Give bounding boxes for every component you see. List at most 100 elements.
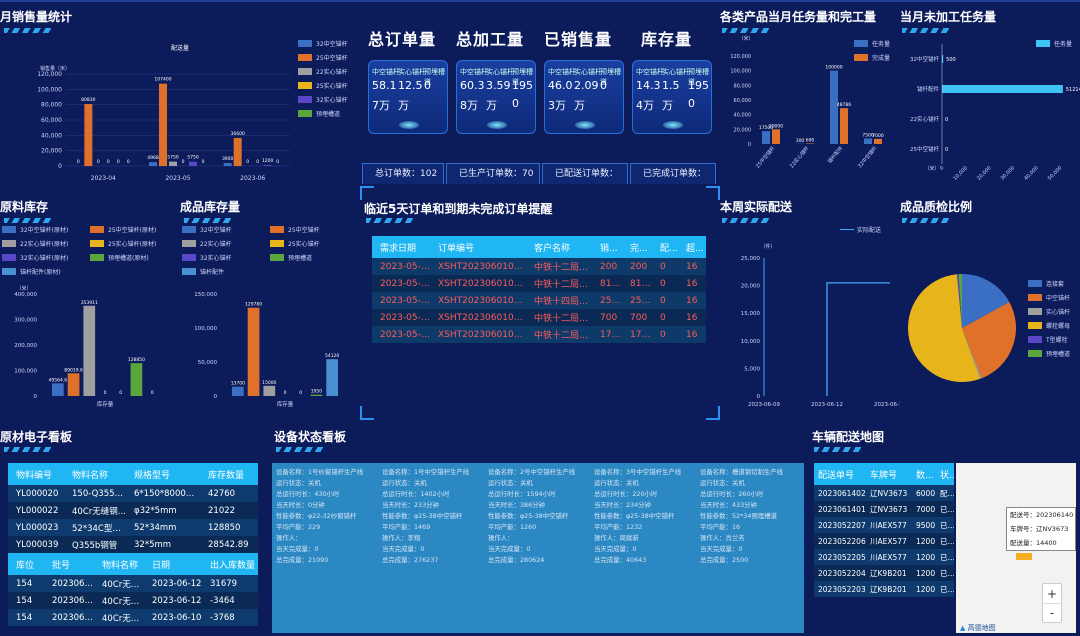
column-header[interactable]: 订单编号: [438, 243, 475, 254]
y-tick-label: 200,000: [14, 343, 37, 349]
legend-swatch: [1028, 349, 1042, 357]
y-tick-label: 15,000: [741, 311, 761, 317]
task-completion-title: 各类产品当月任务量和完工量: [720, 10, 877, 24]
table-cell: 200: [630, 261, 648, 272]
title-stripes: [722, 28, 770, 33]
data-label: 353911: [81, 300, 98, 306]
column-header[interactable]: 车牌号: [870, 470, 898, 481]
kpi-col-label: 实心锚杆: [398, 68, 426, 76]
column-header[interactable]: 物料编号: [16, 470, 53, 481]
legend-swatch: [298, 67, 312, 75]
device-card[interactable]: 设备名称：1号中空锚杆生产线运行状态：关机总运行时长：1402小时当天时长：23…: [382, 467, 488, 566]
data-label: 0: [182, 159, 185, 165]
column-header[interactable]: 完...: [630, 243, 648, 254]
title-stripes: [4, 218, 52, 223]
column-header[interactable]: 物料名称: [102, 560, 139, 571]
title-stripes: [4, 447, 52, 452]
bar: [310, 394, 323, 396]
column-header[interactable]: 批号: [52, 560, 71, 571]
device-card[interactable]: 设备名称：3号中空锚杆生产线运行状态：关机总运行时长：220小时当天时长：234…: [594, 467, 700, 566]
column-header[interactable]: 规格型号: [134, 470, 171, 481]
device-field: 运行状态：关机: [488, 479, 533, 487]
table-cell: 辽K9B201: [870, 584, 907, 594]
data-label: 0: [284, 390, 287, 396]
device-field: 平均产能：16: [700, 523, 741, 531]
column-header[interactable]: 物料名称: [72, 470, 109, 481]
x-tick-label: 0: [939, 165, 945, 171]
summary-produced-orders: 已生产订单数：70: [446, 163, 540, 184]
column-header[interactable]: 需求日期: [380, 243, 417, 254]
column-header[interactable]: 库位: [16, 560, 35, 571]
column-header[interactable]: 超...: [686, 243, 704, 254]
y-tick-label: 0: [58, 163, 62, 170]
column-header[interactable]: 日期: [152, 560, 171, 571]
legend-swatch: [1028, 307, 1042, 315]
column-header[interactable]: 状...: [940, 470, 954, 481]
column-header[interactable]: 配...: [660, 243, 678, 254]
table-cell: XSHT202306010002: [438, 329, 526, 340]
delivery-map[interactable]: 配送号：202306140 车牌号：辽NV3673 配送量：14400 + - …: [956, 463, 1076, 633]
column-header[interactable]: 出入库数量: [210, 560, 256, 571]
legend-label: 22实心锚杆: [316, 68, 348, 76]
zoom-out-button[interactable]: -: [1049, 606, 1055, 620]
kpi-value: 0: [600, 79, 607, 92]
legend-item: 预埋槽道: [270, 250, 358, 264]
column-header[interactable]: 销...: [600, 243, 618, 254]
legend-item: 连接套: [1028, 276, 1070, 290]
table-row[interactable]: 2023-05-30XSHT202306010006中铁十四局X...25300…: [372, 292, 706, 309]
y-tick-label: 50,000: [198, 360, 218, 366]
table-cell: 2023-06-12: [152, 578, 202, 589]
map-logo: ▲ 高德地图: [960, 623, 996, 633]
table-cell: YL000020: [16, 488, 59, 499]
kpi-col-label: 实心锚杆: [574, 68, 602, 76]
legend-swatch: [182, 225, 196, 233]
column-header[interactable]: 数...: [916, 470, 934, 481]
column-header[interactable]: 配送单号: [818, 470, 855, 481]
bar: [762, 131, 770, 144]
column-header[interactable]: 客户名称: [534, 243, 571, 254]
truck-icon[interactable]: [1016, 553, 1032, 560]
legend-swatch: [1028, 321, 1042, 329]
zoom-in-button[interactable]: +: [1043, 584, 1061, 604]
table-cell: 中铁十二局S...: [534, 331, 592, 341]
table-cell: XSHT202306010006: [438, 295, 526, 306]
table-cell: 40Cr无缝...: [102, 613, 144, 624]
y-tick-label: 80,000: [734, 83, 752, 89]
legend-label: T型螺栓: [1046, 336, 1068, 344]
kpi-unit: 4万: [636, 99, 654, 112]
data-label: 128850: [128, 357, 145, 363]
device-card[interactable]: 设备名称：1号纱窗锚杆生产线运行状态：关机总运行时长：430小时当天时长：0分钟…: [276, 467, 382, 566]
column-header[interactable]: 库存数量: [208, 470, 245, 481]
table-cell: 0: [660, 261, 666, 272]
delivery-table: 配送单号 车牌号 数... 状... 2023061402辽NV36736000配..…: [814, 463, 954, 597]
bar: [223, 163, 232, 166]
device-card[interactable]: 设备名称：槽道钢切割生产线运行状态：关机总运行时长：260小时当天时长：433分…: [700, 467, 806, 566]
y-axis-label: （米）: [738, 35, 753, 42]
table-cell: 辽K9B201: [870, 568, 907, 578]
title-stripes: [184, 218, 232, 223]
legend-label: 预埋槽道: [316, 110, 341, 118]
device-card[interactable]: 设备名称：2号中空锚杆生产线运行状态：关机总运行时长：1594小时当天时长：38…: [488, 467, 594, 566]
chart-title: 配送量: [171, 44, 189, 52]
title-stripes: [4, 28, 52, 33]
summary-delivered-orders: 已配送订单数：64: [542, 163, 628, 184]
